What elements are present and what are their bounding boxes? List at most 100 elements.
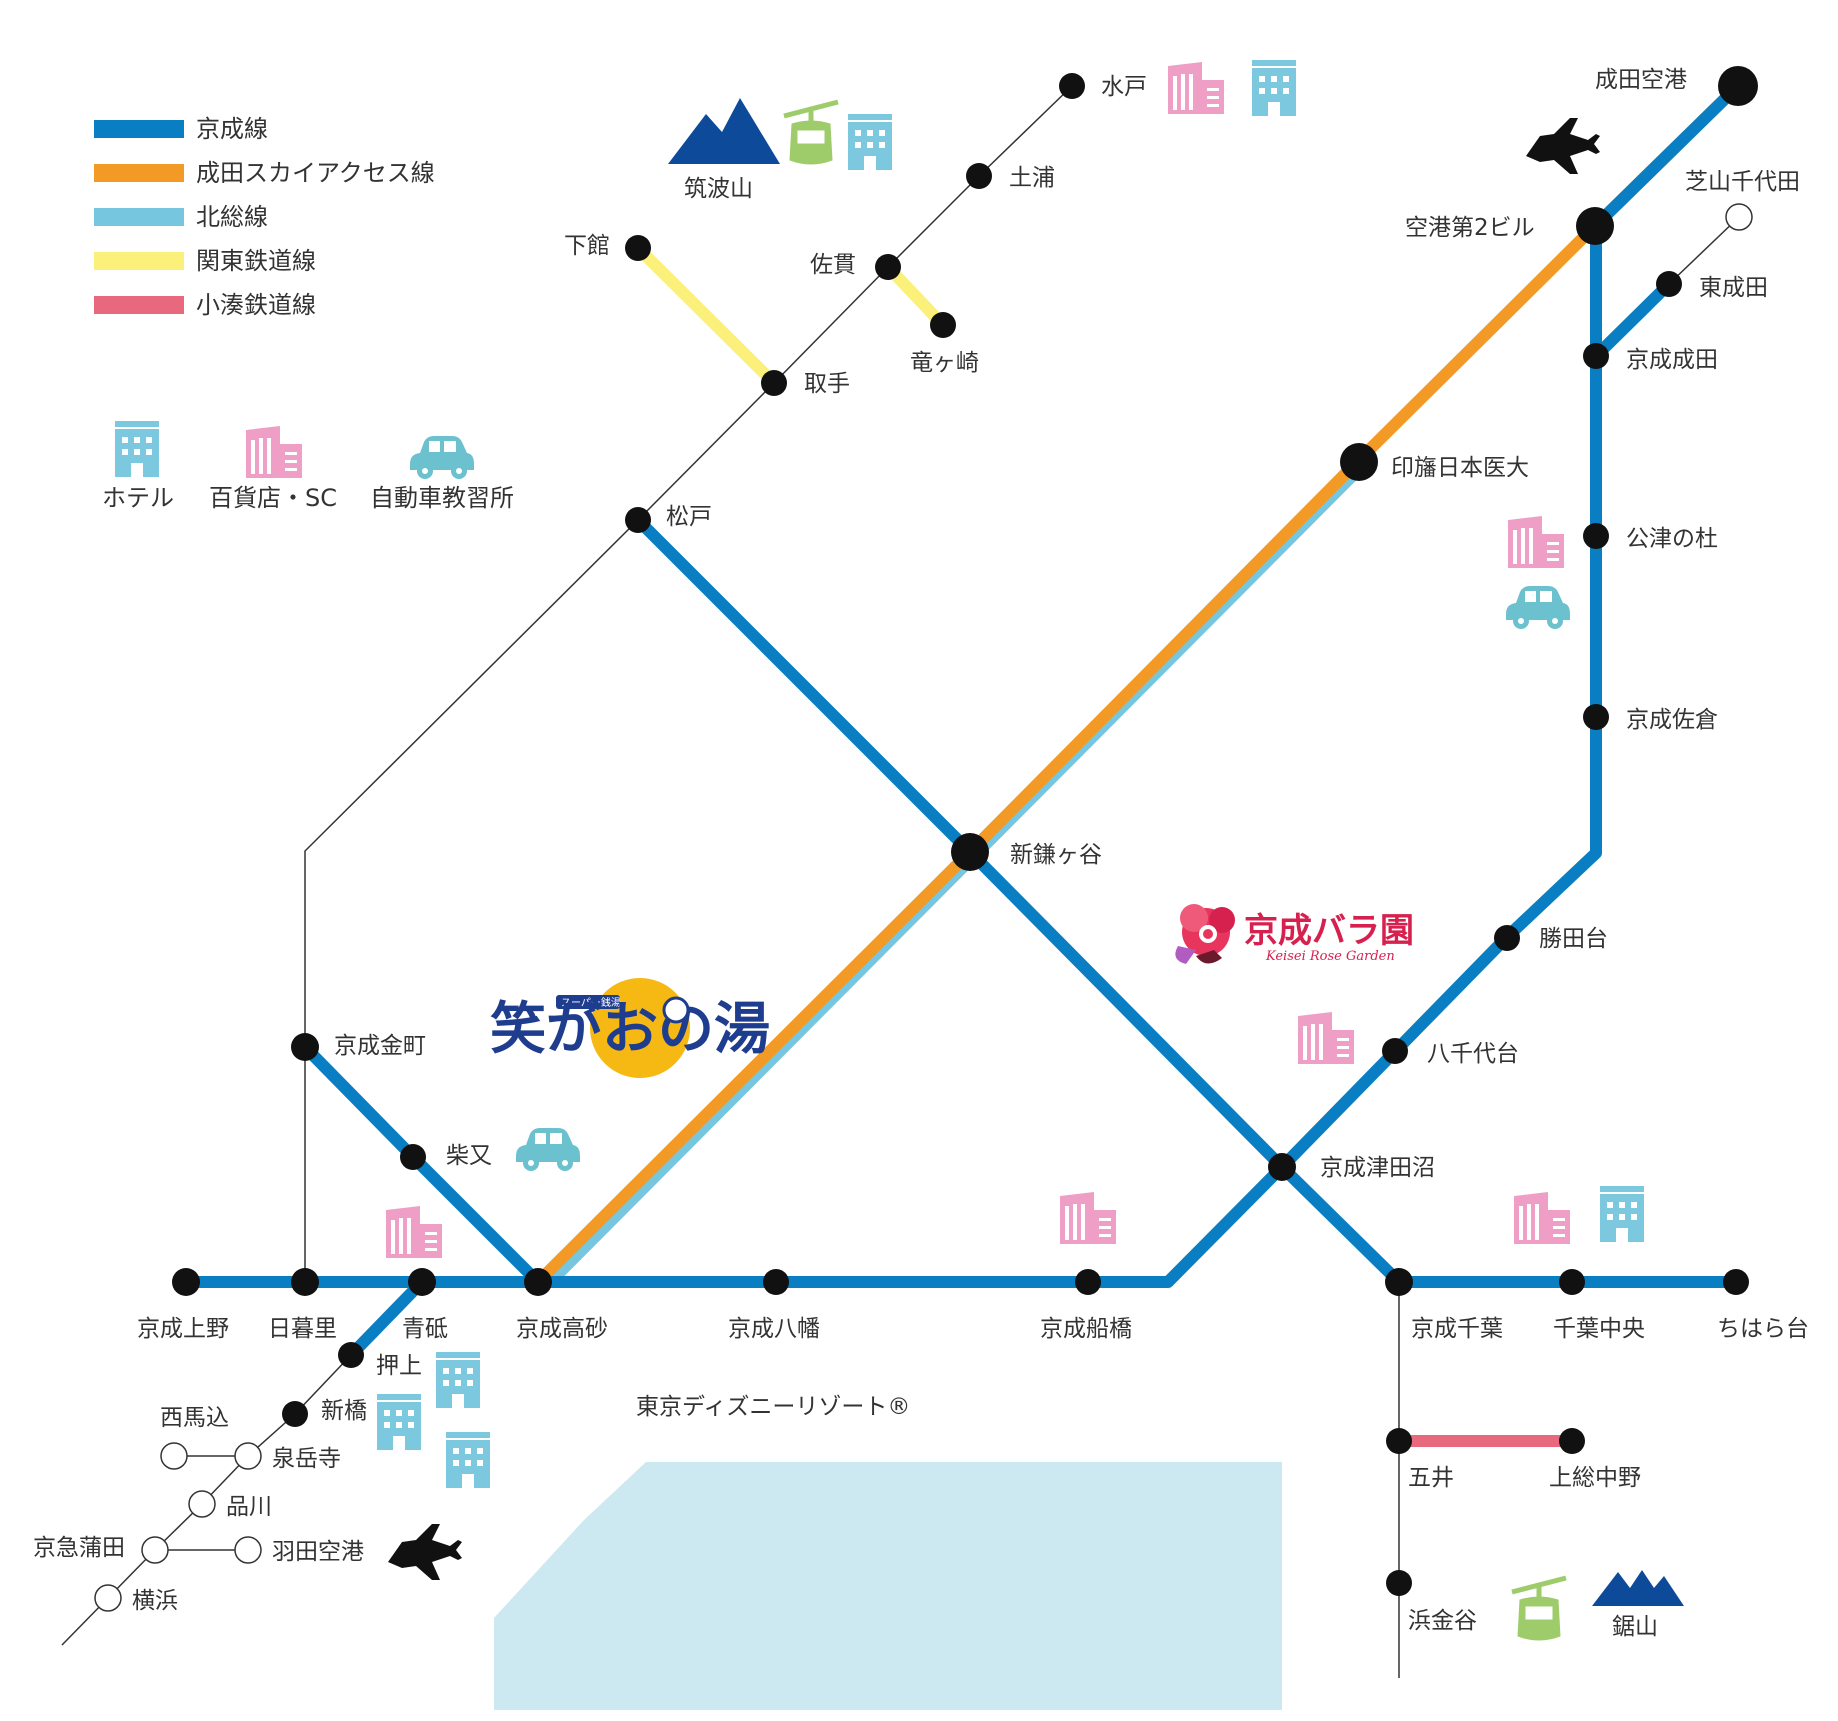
label-toride[interactable]: 取手 (804, 371, 850, 397)
station-marker-shibayama-chiyoda[interactable] (1725, 203, 1753, 231)
hotel-icon-shimbashi (377, 1394, 421, 1450)
egao-no-yu-logo[interactable]: スーパー銭湯 笑がおの湯 (490, 978, 770, 1078)
label-keisei-narita[interactable]: 京成成田 (1626, 347, 1718, 373)
label-sanuki[interactable]: 佐貫 (810, 252, 856, 278)
station-marker-narita-airport[interactable] (1718, 66, 1758, 106)
label-yachiyodai[interactable]: 八千代台 (1427, 1041, 1519, 1067)
label-hamakanaya[interactable]: 浜金谷 (1408, 1608, 1477, 1634)
label-keikyu-kamata[interactable]: 京急蒲田 (33, 1535, 125, 1561)
station-marker-kozunomori[interactable] (1583, 523, 1609, 549)
label-shinagawa[interactable]: 品川 (226, 1494, 272, 1520)
station-marker-keikyu-kamata[interactable] (141, 1536, 169, 1564)
label-chiba-chuo[interactable]: 千葉中央 (1553, 1316, 1645, 1342)
station-marker-airport-t2[interactable] (1576, 207, 1614, 245)
egao-face-icon (662, 996, 690, 1024)
label-keisei-chiba[interactable]: 京成千葉 (1411, 1316, 1503, 1342)
station-marker-keisei-kanamachi[interactable] (291, 1033, 319, 1061)
station-marker-keisei-yawata[interactable] (763, 1269, 789, 1295)
label-nippori[interactable]: 日暮里 (268, 1316, 337, 1342)
label-aoto[interactable]: 青砥 (402, 1316, 448, 1342)
egao-tag-badge (556, 995, 620, 1009)
station-marker-haneda-airport[interactable] (234, 1536, 262, 1564)
station-marker-kazusa-nakano[interactable] (1559, 1428, 1585, 1454)
label-shimbashi[interactable]: 新橋 (321, 1398, 367, 1424)
label-keisei-ueno[interactable]: 京成上野 (137, 1316, 229, 1342)
label-shimodate[interactable]: 下館 (564, 233, 610, 259)
mountain-icon-tsukuba (668, 98, 780, 164)
station-marker-mito[interactable] (1059, 73, 1085, 99)
label-shibayama-chiyoda[interactable]: 芝山千代田 (1685, 169, 1800, 195)
label-inba-nichi-idai[interactable]: 印旛日本医大 (1391, 455, 1529, 481)
driving-school-car-icon (410, 436, 474, 479)
label-keisei-yawata[interactable]: 京成八幡 (728, 1316, 820, 1342)
label-shibamata[interactable]: 柴又 (446, 1143, 492, 1169)
label-keisei-funabashi[interactable]: 京成船橋 (1040, 1316, 1132, 1342)
rose-garden-subtitle: Keisei Rose Garden (1265, 949, 1395, 964)
label-keisei-sakura[interactable]: 京成佐倉 (1626, 707, 1718, 733)
label-keisei-tsudanuma[interactable]: 京成津田沼 (1320, 1155, 1435, 1181)
station-marker-nishi-magome[interactable] (160, 1442, 188, 1470)
label-airport-t2[interactable]: 空港第2ビル (1405, 215, 1535, 241)
label-keisei-kanamachi[interactable]: 京成金町 (334, 1033, 426, 1059)
label-goi[interactable]: 五井 (1408, 1465, 1454, 1491)
station-marker-shinagawa[interactable] (188, 1490, 216, 1518)
station-marker-chiba-chuo[interactable] (1559, 1269, 1585, 1295)
landmark-tsukuba[interactable]: 筑波山 (684, 176, 753, 202)
station-marker-shimodate[interactable] (625, 235, 651, 261)
station-marker-goi[interactable] (1386, 1428, 1412, 1454)
label-narita-airport[interactable]: 成田空港 (1595, 67, 1687, 93)
label-kazusa-nakano[interactable]: 上総中野 (1549, 1465, 1641, 1491)
station-marker-yokohama[interactable] (94, 1584, 122, 1612)
label-keisei-takasago[interactable]: 京成高砂 (516, 1316, 608, 1342)
label-kozunomori[interactable]: 公津の杜 (1626, 526, 1718, 552)
station-marker-keisei-chiba[interactable] (1385, 1268, 1413, 1296)
station-marker-higashi-narita[interactable] (1656, 271, 1682, 297)
station-marker-hamakanaya[interactable] (1386, 1570, 1412, 1596)
legend-label-hokuso: 北総線 (196, 203, 268, 231)
station-marker-shin-kamagaya[interactable] (951, 833, 989, 871)
department-store-icon-aoto (386, 1206, 442, 1258)
station-marker-keisei-takasago[interactable] (524, 1268, 552, 1296)
station-marker-sengakuji[interactable] (234, 1442, 262, 1470)
label-yokohama[interactable]: 横浜 (132, 1588, 178, 1614)
label-shin-kamagaya[interactable]: 新鎌ヶ谷 (1010, 842, 1102, 868)
legend-label-hotel: ホテル (102, 484, 174, 512)
label-katsutadai[interactable]: 勝田台 (1539, 926, 1608, 952)
label-ryugasaki[interactable]: 竜ヶ崎 (910, 350, 979, 376)
label-sengakuji[interactable]: 泉岳寺 (272, 1446, 341, 1472)
ropeway-icon-tsukuba (784, 102, 838, 164)
landmark-nokogiri[interactable]: 鋸山 (1612, 1614, 1658, 1640)
station-marker-chiharadai[interactable] (1723, 1269, 1749, 1295)
label-chiharadai[interactable]: ちはら台 (1717, 1316, 1809, 1342)
station-marker-matsudo[interactable] (625, 507, 651, 533)
label-mito[interactable]: 水戸 (1101, 74, 1147, 100)
station-marker-shibamata[interactable] (400, 1144, 426, 1170)
label-matsudo[interactable]: 松戸 (666, 504, 712, 530)
label-haneda-airport[interactable]: 羽田空港 (272, 1539, 364, 1565)
landmark-disney[interactable]: 東京ディズニーリゾート® (636, 1394, 910, 1420)
legend-label-skyaccess: 成田スカイアクセス線 (196, 159, 435, 187)
station-marker-shimbashi[interactable] (282, 1401, 308, 1427)
label-higashi-narita[interactable]: 東成田 (1699, 275, 1768, 301)
station-marker-nippori[interactable] (291, 1268, 319, 1296)
station-marker-inba-nichi-idai[interactable] (1340, 443, 1378, 481)
label-nishi-magome[interactable]: 西馬込 (160, 1405, 229, 1431)
station-marker-toride[interactable] (761, 370, 787, 396)
station-marker-ryugasaki[interactable] (930, 312, 956, 338)
station-marker-keisei-tsudanuma[interactable] (1268, 1153, 1296, 1181)
station-marker-oshiage[interactable] (338, 1342, 364, 1368)
station-marker-sanuki[interactable] (875, 254, 901, 280)
station-marker-yachiyodai[interactable] (1382, 1038, 1408, 1064)
label-oshiage[interactable]: 押上 (376, 1353, 422, 1379)
station-marker-keisei-ueno[interactable] (172, 1268, 200, 1296)
legend-label-kominato: 小湊鉄道線 (196, 291, 316, 319)
station-marker-aoto[interactable] (408, 1268, 436, 1296)
station-marker-keisei-sakura[interactable] (1583, 704, 1609, 730)
station-marker-katsutadai[interactable] (1494, 925, 1520, 951)
rose-garden-logo[interactable]: 京成バラ園 Keisei Rose Garden (1175, 904, 1414, 964)
station-marker-keisei-funabashi[interactable] (1075, 1269, 1101, 1295)
label-tsuchiura[interactable]: 土浦 (1009, 165, 1055, 191)
station-marker-keisei-narita[interactable] (1583, 343, 1609, 369)
station-marker-tsuchiura[interactable] (966, 163, 992, 189)
